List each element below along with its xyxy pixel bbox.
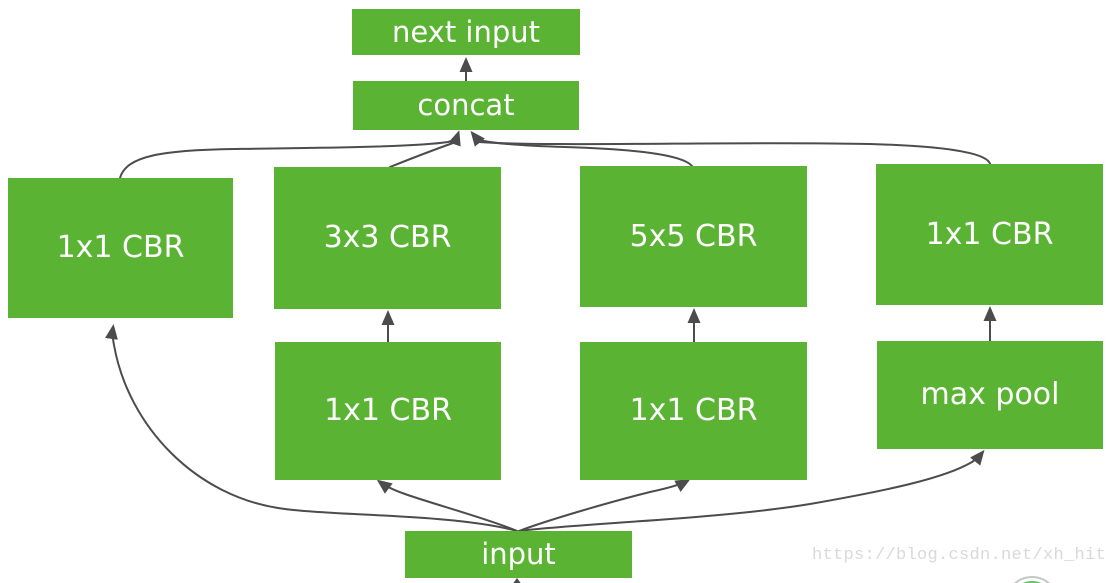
node-branch3-1x1-reduce: 1x1 CBR bbox=[580, 342, 807, 480]
arrow-input-to-branch1 bbox=[105, 324, 518, 532]
node-branch1-1x1-cbr: 1x1 CBR bbox=[8, 178, 233, 318]
csdn-logo-inner bbox=[1010, 581, 1054, 583]
arrow-input-to-branch3 bbox=[518, 479, 691, 532]
arrow-branch1-to-concat bbox=[119, 130, 461, 179]
arrow-input-to-branch4 bbox=[518, 449, 985, 532]
node-branch4-max-pool: max pool bbox=[877, 341, 1103, 449]
node-next-input: next input bbox=[352, 9, 580, 55]
arrow-branch2-to-concat bbox=[389, 142, 454, 168]
arrow-branch4-to-concat bbox=[478, 141, 991, 165]
node-input: input bbox=[405, 531, 632, 578]
arrow-into-input-stub bbox=[513, 578, 521, 583]
node-branch2-3x3-cbr: 3x3 CBR bbox=[274, 167, 501, 309]
node-branch3-5x5-cbr: 5x5 CBR bbox=[580, 166, 807, 307]
node-branch2-1x1-reduce: 1x1 CBR bbox=[275, 342, 501, 480]
arrow-branch3-to-concat bbox=[470, 130, 693, 167]
watermark-url: https://blog.csdn.net/xh_hit bbox=[812, 546, 1107, 565]
node-concat: concat bbox=[353, 81, 579, 130]
arrow-input-to-branch2 bbox=[376, 479, 518, 532]
node-branch4-1x1-cbr: 1x1 CBR bbox=[876, 164, 1103, 305]
